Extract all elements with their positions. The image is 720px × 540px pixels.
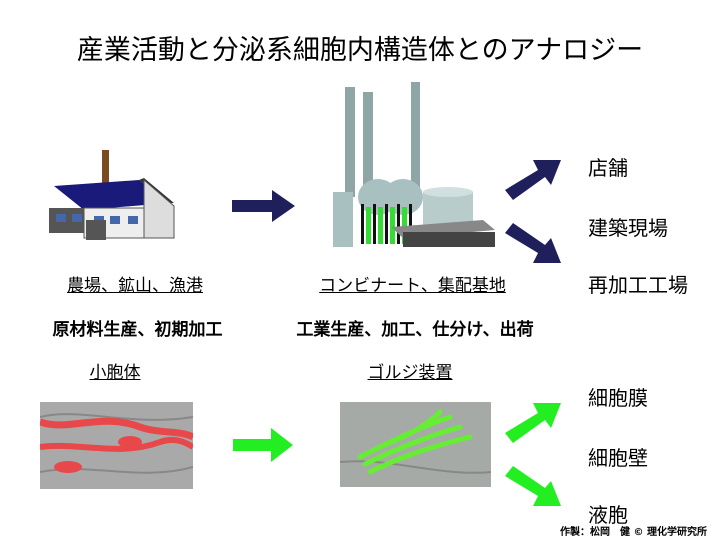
cell-arrow-1 (233, 428, 293, 462)
industry-arrows-split (505, 160, 561, 263)
destination-store: 店舗 (588, 156, 628, 180)
destination-reprocessing-plant: 再加工工場 (588, 273, 688, 297)
industry-arrow-1 (232, 190, 295, 222)
credit-text: 作製：松岡 健 © 理化学研究所 (560, 527, 707, 538)
cell-arrows-split (505, 403, 561, 506)
farm-building-illustration (49, 150, 175, 240)
golgi-label: ゴルジ装置 (367, 363, 453, 383)
destination-cell-wall: 細胞壁 (588, 446, 648, 470)
factory-illustration (333, 82, 495, 247)
destination-vacuole: 液胞 (588, 503, 628, 527)
hub-role-text: 工業生産、加工、仕分け、出荷 (296, 320, 534, 340)
er-micrograph (40, 402, 193, 489)
er-label: 小胞体 (89, 363, 141, 383)
slide-title: 産業活動と分泌系細胞内構造体とのアナロジー (76, 35, 644, 66)
golgi-micrograph (340, 402, 491, 487)
farm-mine-port-label: 農場、鉱山、漁港 (67, 276, 203, 296)
source-role-text: 原材料生産、初期加工 (52, 320, 223, 340)
destination-plasma-membrane: 細胞膜 (588, 386, 648, 410)
destination-construction-site: 建築現場 (588, 216, 668, 240)
complex-hub-label: コンビナート、集配基地 (319, 276, 506, 296)
